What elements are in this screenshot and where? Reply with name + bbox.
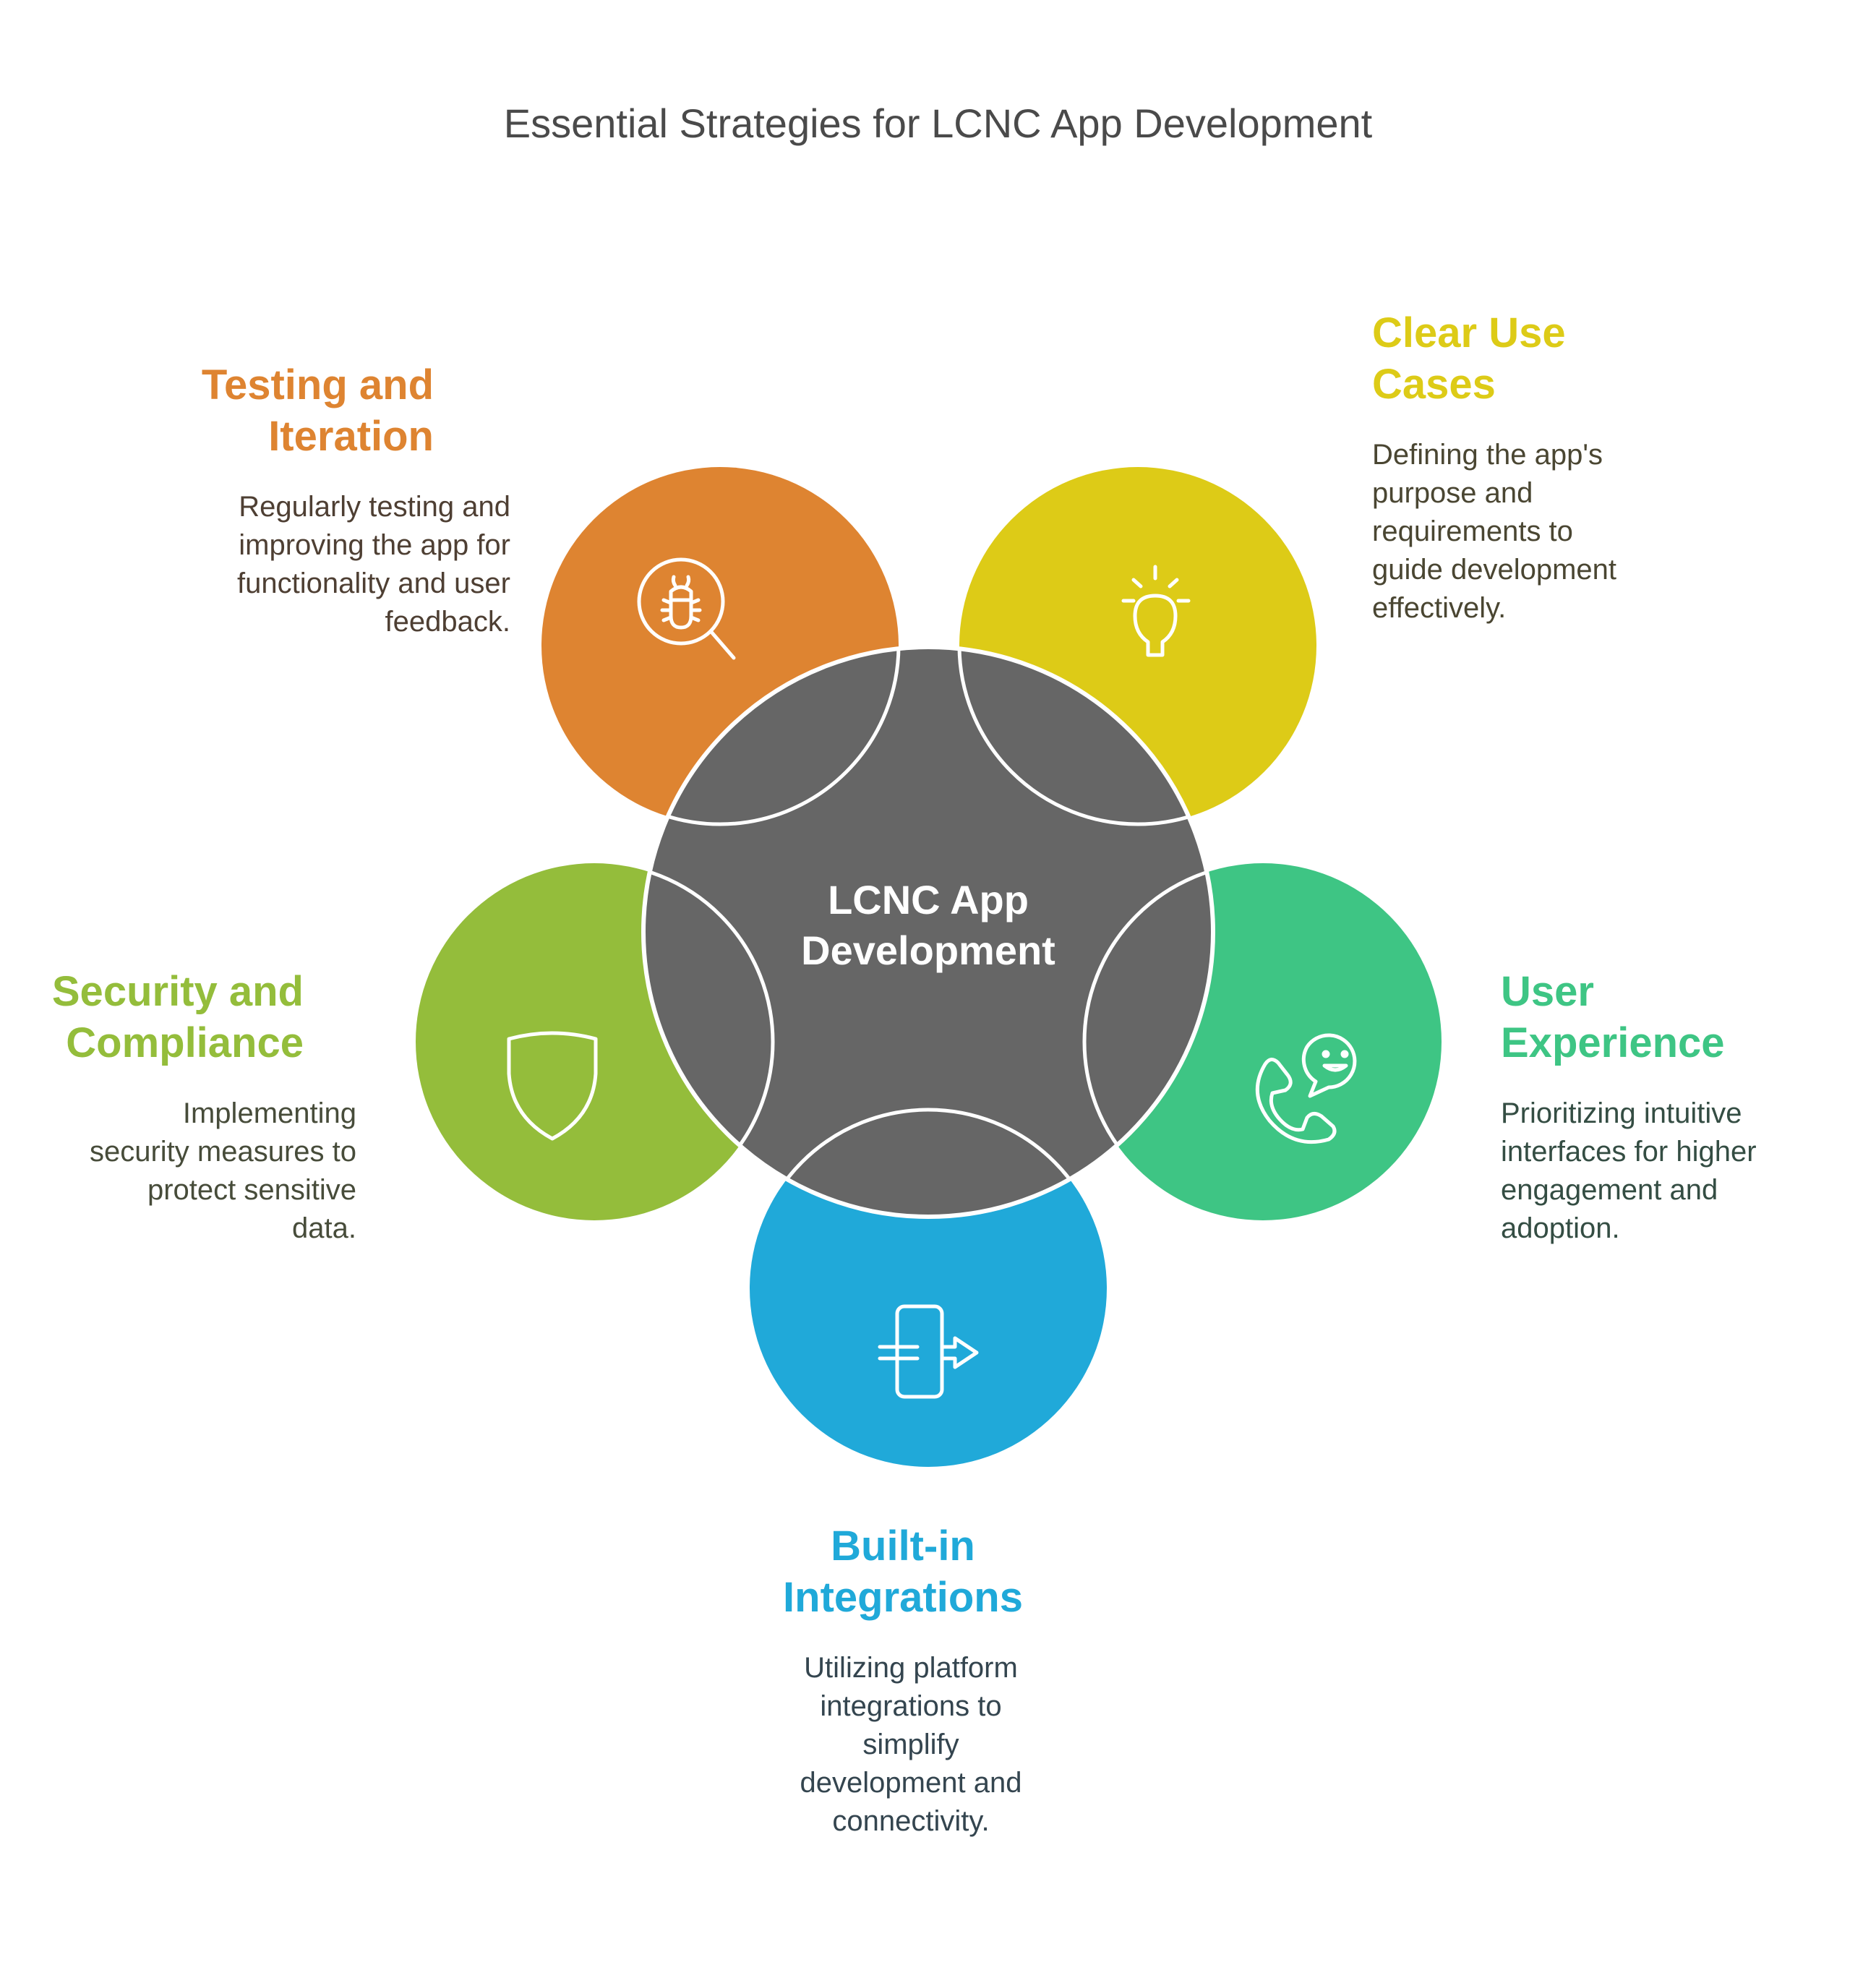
heading-integrations: Built-in Integrations [723,1520,1083,1623]
heading-line: Testing and [201,361,434,408]
desc-line: connectivity. [832,1805,990,1837]
bug-search-icon [637,557,736,660]
desc-security: Implementing security measures to protec… [0,1095,356,1248]
heading-line: Integrations [783,1574,1023,1621]
overlap-arc-testing [643,647,901,826]
heading-line: Iteration [268,413,434,460]
desc-line: functionality and user [236,568,510,599]
desc-testing: Regularly testing and improving the app … [134,488,510,641]
desc-line: simplify [862,1729,959,1760]
block-integrations: Built-in Integrations Utilizing platform… [723,1520,1099,1841]
center-label: LCNC App Development [711,875,1145,976]
desc-line: Regularly testing and [239,491,510,523]
shield-icon [507,1031,598,1141]
heading-line: Cases [1372,361,1496,408]
block-security: Security and Compliance Implementing sec… [0,966,356,1248]
desc-line: requirements to [1372,515,1573,547]
phone-chat-smile-icon [1255,1033,1357,1144]
desc-line: Prioritizing intuitive [1501,1097,1742,1129]
desc-line: adoption. [1501,1212,1620,1244]
block-clear-use-cases: Clear Use Cases Defining the app's purpo… [1372,307,1748,628]
block-testing: Testing and Iteration Regularly testing … [134,359,510,641]
overlap-arc-user-experience [1082,861,1213,1217]
integration-arrow-icon [878,1304,979,1399]
heading-security: Security and Compliance [0,966,304,1069]
overlap-arc-clear-use-cases [957,647,1213,826]
overlap-arc-integrations [748,1108,1109,1217]
heading-clear-use-cases: Clear Use Cases [1372,307,1748,410]
heading-testing: Testing and Iteration [134,359,434,462]
desc-line: protect sensitive [147,1174,356,1206]
heading-line: Experience [1501,1019,1725,1066]
center-circle [641,645,1215,1219]
diagram-title: Essential Strategies for LCNC App Develo… [503,100,1373,146]
desc-line: interfaces for higher [1501,1136,1757,1168]
heading-user-experience: User Experience [1501,966,1876,1069]
desc-line: improving the app for [239,529,510,561]
heading-line: Built-in [831,1523,975,1570]
heading-line: Security and [51,968,304,1015]
desc-user-experience: Prioritizing intuitive interfaces for hi… [1501,1095,1876,1248]
desc-line: security measures to [89,1136,356,1168]
desc-line: effectively. [1372,592,1507,624]
center-label-line1: LCNC App [828,877,1029,922]
desc-line: integrations to [820,1690,1002,1722]
block-user-experience: User Experience Prioritizing intuitive i… [1501,966,1876,1248]
desc-line: Utilizing platform [804,1652,1018,1684]
lightbulb-icon [1121,565,1191,657]
desc-line: engagement and [1501,1174,1718,1206]
desc-line: guide development [1372,554,1617,586]
heading-line: Compliance [66,1019,304,1066]
desc-line: purpose and [1372,477,1533,509]
desc-line: Defining the app's [1372,439,1603,471]
center-label-line2: Development [801,928,1055,973]
heading-line: Clear Use [1372,309,1566,356]
overlap-arc-security [643,861,775,1217]
desc-line: feedback. [385,606,510,638]
desc-line: data. [292,1212,356,1244]
desc-clear-use-cases: Defining the app's purpose and requireme… [1372,436,1748,628]
desc-integrations: Utilizing platform integrations to simpl… [723,1649,1099,1841]
desc-line: development and [800,1767,1022,1799]
desc-line: Implementing [182,1097,356,1129]
heading-line: User [1501,968,1594,1015]
